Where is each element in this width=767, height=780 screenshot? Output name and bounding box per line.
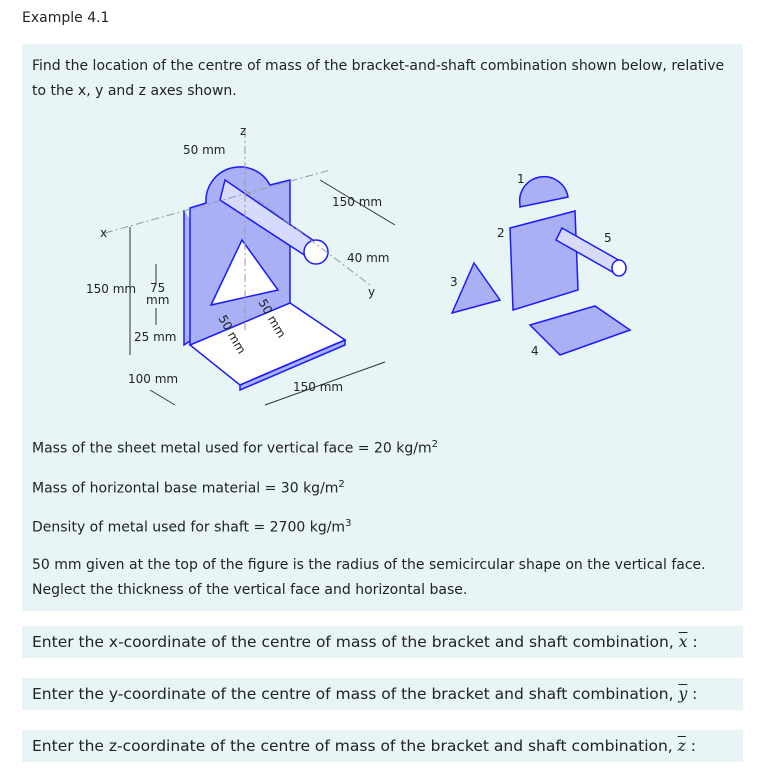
part-3-triangle [450, 261, 502, 315]
dimension-lines [129, 179, 396, 406]
part-4-base [528, 305, 632, 356]
part-1-semicircle [518, 176, 569, 208]
dim-height: 150 mm [86, 282, 136, 296]
part-label-2: 2 [497, 226, 505, 240]
part-label-4: 4 [531, 344, 539, 358]
question-y: Enter the y-coordinate of the centre of … [22, 678, 743, 710]
dim-triangle-height-unit: mm [146, 293, 169, 307]
dim-100: 100 mm [128, 372, 178, 386]
question-z: Enter the z-coordinate of the centre of … [22, 730, 743, 762]
fact-base: Mass of horizontal base material = 30 kg… [32, 478, 345, 497]
question-x: Enter the x-coordinate of the centre of … [22, 626, 743, 658]
given-data: Mass of the sheet metal used for vertica… [32, 434, 737, 617]
fact-shaft: Density of metal used for shaft = 2700 k… [32, 518, 352, 536]
dim-25: 25 mm [134, 330, 176, 344]
problem-panel: Find the location of the centre of mass … [22, 44, 743, 611]
part-label-3: 3 [450, 275, 458, 289]
x-axis-label: x [100, 226, 107, 240]
example-title: Example 4.1 [22, 10, 110, 26]
exploded-view [450, 176, 632, 356]
z-axis-label: z [240, 124, 246, 138]
dim-shaft-diameter: 40 mm [347, 251, 389, 265]
dim-radius: 50 mm [183, 143, 225, 157]
bracket-figure: x z y 50 mm 150 mm 40 mm 150 mm 75 mm 25… [86, 124, 632, 406]
part-label-5: 5 [604, 231, 612, 245]
assembled-bracket [183, 166, 347, 392]
fact-note: 50 mm given at the top of the figure is … [32, 556, 706, 598]
problem-statement: Find the location of the centre of mass … [32, 58, 725, 99]
axis-lines [104, 130, 371, 330]
part-2-plate [509, 210, 579, 312]
dim-triangle-height: 75 [150, 281, 165, 295]
y-axis-label: y [368, 285, 375, 299]
fact-vertical-face: Mass of the sheet metal used for vertica… [32, 439, 438, 457]
part-label-1: 1 [517, 172, 525, 186]
